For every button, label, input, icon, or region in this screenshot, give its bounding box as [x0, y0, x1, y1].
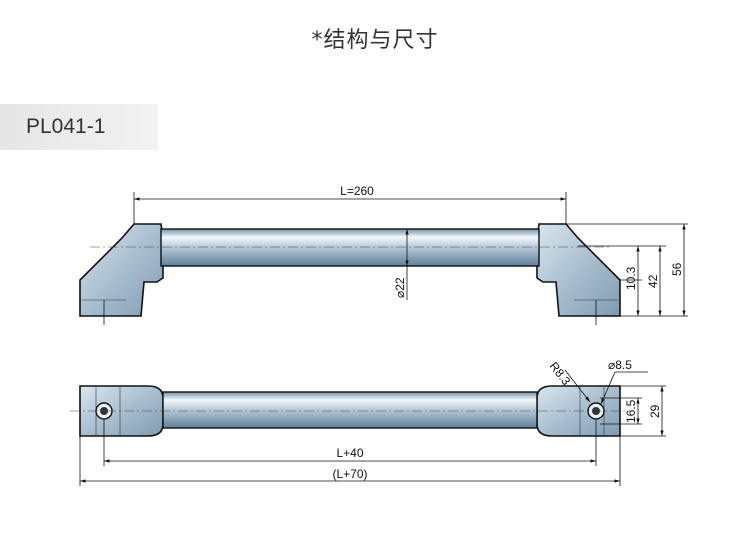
dim-length: L=260: [133, 184, 567, 224]
total-height-label: 56: [670, 262, 684, 276]
hole-diameter-label: ⌀8.5: [608, 358, 632, 372]
total-length-label: (L+70): [332, 467, 367, 481]
model-code: PL041-1: [26, 115, 106, 138]
dim-foot: 16.5 29: [600, 385, 666, 437]
model-tab: PL041-1: [0, 104, 158, 150]
front-view: [79, 223, 621, 325]
foot-width-label: 16.5: [624, 399, 638, 423]
right-foot: [536, 223, 621, 317]
foot-depth-label: 29: [648, 404, 662, 418]
offset-height-label: 10.3: [624, 266, 638, 290]
length-label: L=260: [340, 184, 374, 198]
radius-label: R8.3: [547, 359, 574, 388]
page-title: *结构与尺寸: [311, 28, 439, 53]
left-foot: [79, 223, 164, 317]
dim-heights: 10.3 42 56: [566, 223, 688, 317]
dim-bottom-lengths: L+40 (L+70): [79, 420, 621, 486]
hole-spacing-label: L+40: [336, 446, 363, 460]
inner-height-label: 42: [646, 274, 660, 288]
dim-tube-diameter: ⌀22: [393, 229, 409, 300]
handle-tube: [160, 228, 540, 267]
tube-diameter-label: ⌀22: [393, 277, 407, 298]
top-view: [70, 385, 630, 437]
top-handle-tube: [162, 391, 538, 429]
